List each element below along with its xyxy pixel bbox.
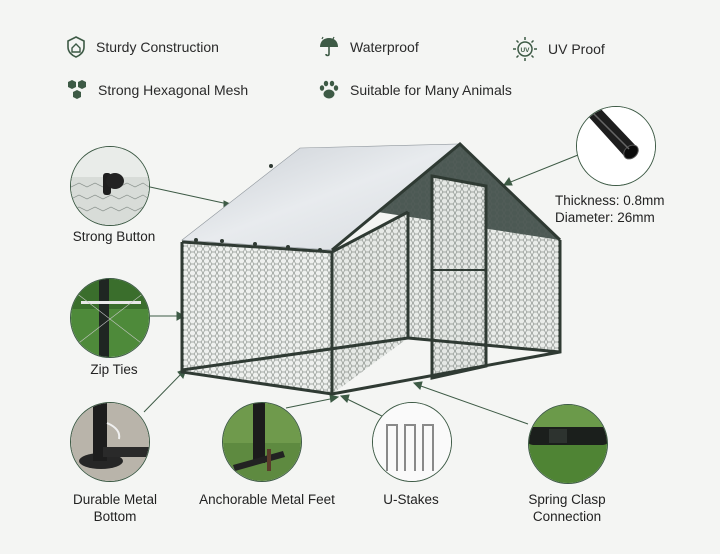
svg-text:UV: UV (520, 47, 530, 54)
diameter-text: Diameter: 26mm (555, 210, 655, 225)
strong-button-label: Strong Button (72, 229, 156, 244)
zip-ties-photo (70, 278, 150, 358)
steel-frame (180, 141, 562, 396)
feature-sturdy-construction: Sturdy Construction (66, 36, 219, 58)
spring-clasp-label: Spring Clasp Connection (508, 491, 626, 525)
tube-photo (576, 106, 656, 186)
spring-clasp-label-line1: Spring Clasp (528, 492, 606, 507)
feature-waterproof: Waterproof (318, 36, 419, 58)
thickness-text: Thickness: 0.8mm (555, 193, 665, 208)
feature-label: UV Proof (548, 41, 605, 57)
feature-many-animals: Suitable for Many Animals (318, 79, 512, 101)
metal-bottom-label-line1: Durable Metal (72, 492, 158, 507)
hexagon-mesh-icon (68, 80, 86, 99)
feature-uv-proof: UV UV Proof (512, 36, 605, 62)
metal-bottom-label: Durable Metal Bottom (60, 491, 170, 525)
feature-hex-mesh: Strong Hexagonal Mesh (66, 79, 248, 101)
metal-bottom-label-line2: Bottom (93, 509, 137, 524)
shield-house-icon (67, 36, 85, 58)
feature-label: Sturdy Construction (96, 39, 219, 55)
umbrella-icon (320, 36, 338, 57)
uv-sun-icon: UV (513, 37, 537, 61)
metal-bottom-photo (70, 402, 150, 482)
feature-label: Suitable for Many Animals (350, 82, 512, 98)
strong-button-photo (70, 146, 150, 226)
u-stakes-label: U-Stakes (383, 492, 439, 507)
paw-icon (319, 80, 339, 99)
tube-spec: Thickness: 0.8mm Diameter: 26mm (555, 192, 665, 226)
feature-label: Waterproof (350, 39, 419, 55)
zip-ties-label: Zip Ties (90, 362, 138, 377)
u-stakes-photo (372, 402, 452, 482)
spring-clasp-photo (528, 404, 608, 484)
spring-clasp-label-line2: Connection (532, 509, 602, 524)
feature-label: Strong Hexagonal Mesh (98, 82, 249, 98)
metal-feet-label: Anchorable Metal Feet (199, 492, 335, 507)
metal-feet-photo (222, 402, 302, 482)
